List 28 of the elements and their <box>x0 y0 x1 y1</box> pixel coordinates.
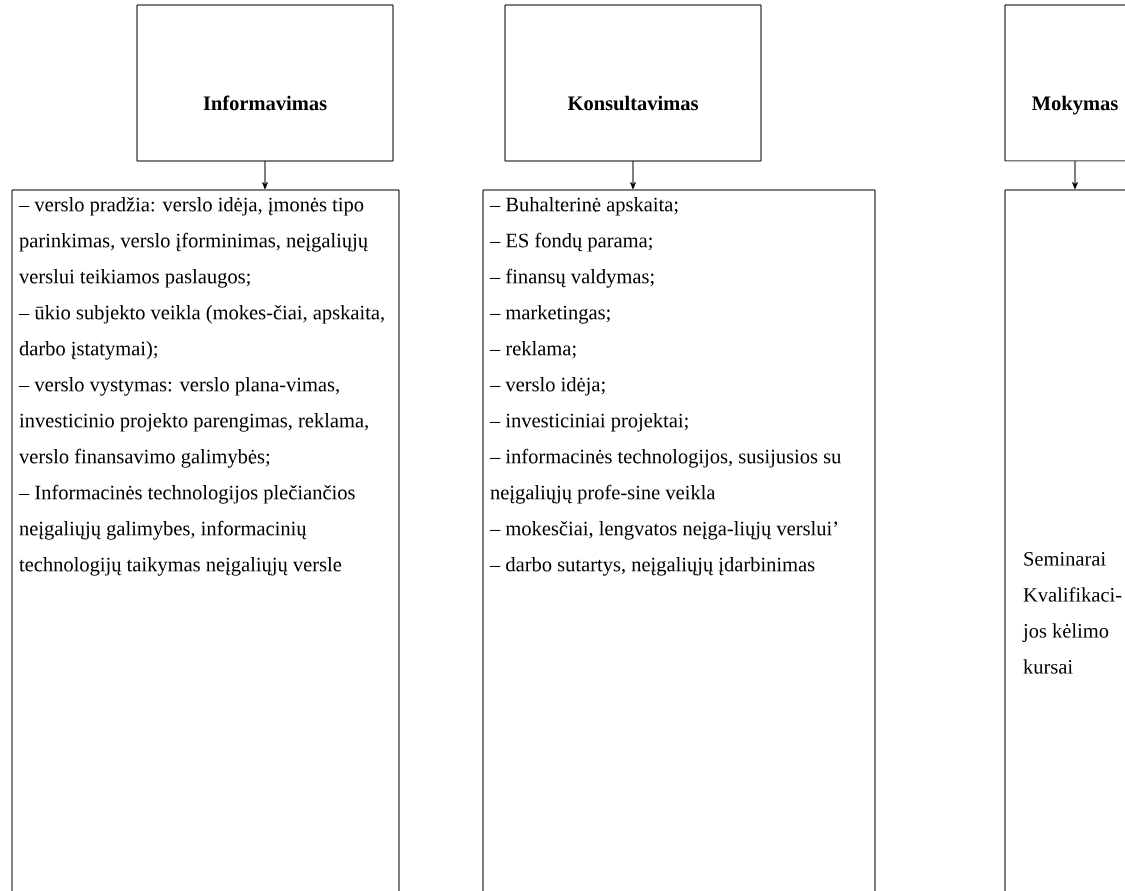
list-item: – finansų valdymas; <box>489 268 654 288</box>
list-item: – Informacinės technologijos plečiančios neįgaliųjų galimybes, informacinių technologijų taikymas neįgaliųjų versle <box>18 484 355 576</box>
list-item: Seminarai <box>1024 552 1106 566</box>
list-item: – verslo vystymas: verslo plana-vimas, investicinio projekto parengimas, reklama, verslo finansavimo galimybės; <box>18 377 368 468</box>
list-item: – darbo sutartys, neįgaliųjų įdarbinimas <box>489 557 815 576</box>
list-box <box>482 189 876 891</box>
list-item: – ES fondų parama; <box>489 232 652 252</box>
arrow <box>262 160 268 190</box>
heading: Informavimas <box>203 95 327 111</box>
list-item: – ūkio subjekto veikla (mokes-čiai, apskaita, darbo įstatymai); <box>18 305 384 360</box>
category-box <box>504 4 762 162</box>
list-item: – mokesčiai, lengvatos neįga-liųjų verslui’ <box>489 520 838 540</box>
heading: Konsultavimas <box>567 95 698 111</box>
heading: Mokymas <box>1032 95 1118 115</box>
category-box <box>136 4 394 162</box>
list-item: – Buhalterinė apskaita; <box>489 197 678 216</box>
list-item: – reklama; <box>489 341 576 359</box>
category-box <box>1004 4 1125 162</box>
list-item: – verslo idėja; <box>489 377 605 396</box>
list-item: – investiciniai projektai; <box>489 413 688 432</box>
list-box <box>1004 189 1125 891</box>
arrow <box>1072 160 1078 190</box>
list-item: Kvalifikaci-jos kėlimo kursai <box>1022 587 1122 674</box>
list-item: – informacinės technologijos, susijusios su neįgaliųjų profe-sine veikla <box>489 448 841 504</box>
list-box <box>11 189 400 891</box>
list-item: – verslo pradžia: verslo idėja, įmonės tipo parinkimas, verslo įforminimas, neįgaliųjų verslui teikiamos paslaugos; <box>18 197 369 288</box>
list-item: – marketingas; <box>489 305 610 324</box>
arrow <box>630 160 636 190</box>
